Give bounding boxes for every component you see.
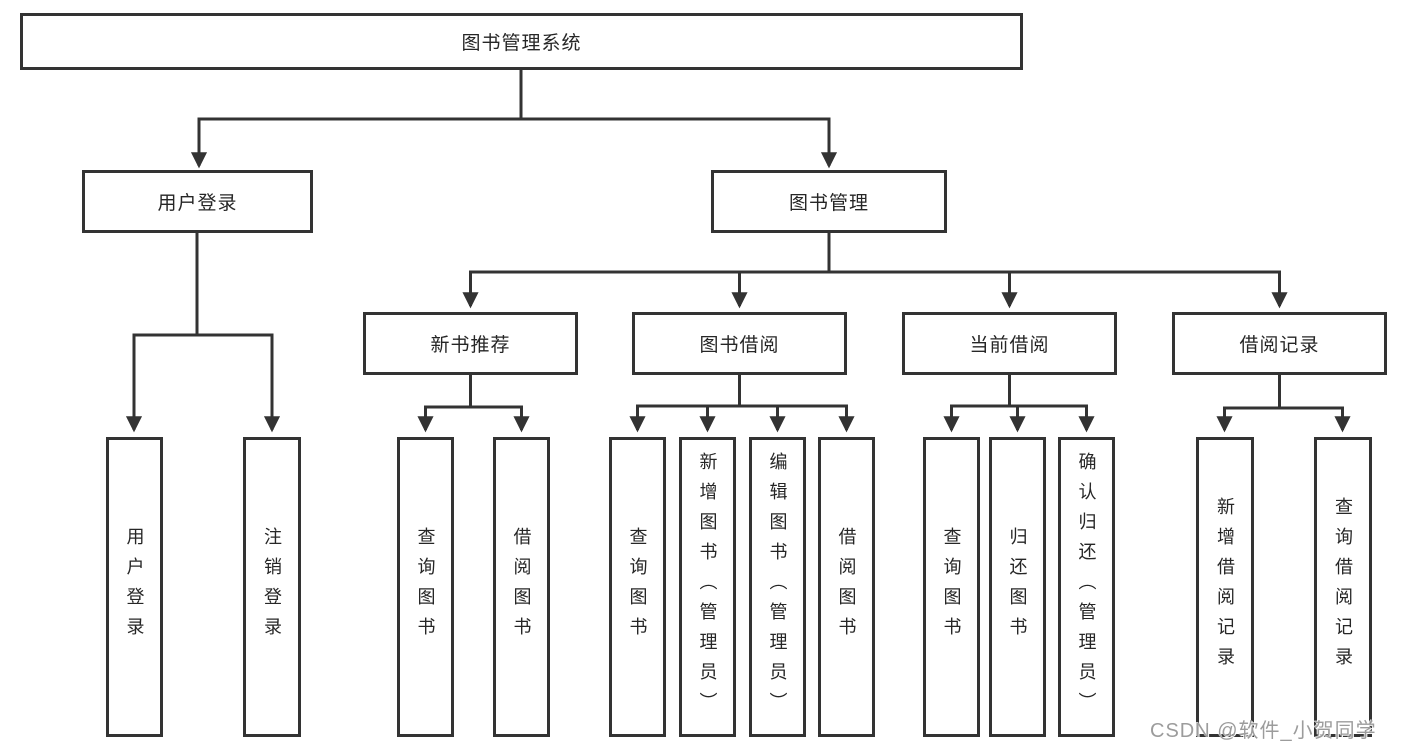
node-borrowing-records: 借阅记录 bbox=[1172, 312, 1387, 375]
leaf-edit-books-admin: 编辑图书（管理员） bbox=[749, 437, 806, 737]
leaf-add-books-admin: 新增图书（管理员） bbox=[679, 437, 736, 737]
leaf-return-books: 归还图书 bbox=[989, 437, 1046, 737]
watermark: CSDN @软件_小贺同学 bbox=[1150, 720, 1377, 742]
node-book-management: 图书管理 bbox=[711, 170, 947, 233]
leaf-recommend-query-books: 查询图书 bbox=[397, 437, 454, 737]
node-library-management-system: 图书管理系统 bbox=[20, 13, 1023, 70]
leaf-borrow-books: 借阅图书 bbox=[818, 437, 875, 737]
leaf-confirm-return-admin: 确认归还（管理员） bbox=[1058, 437, 1115, 737]
node-user-login: 用户登录 bbox=[82, 170, 313, 233]
leaf-borrow-query-books: 查询图书 bbox=[609, 437, 666, 737]
leaf-recommend-borrow-books: 借阅图书 bbox=[493, 437, 550, 737]
node-current-borrowing: 当前借阅 bbox=[902, 312, 1117, 375]
node-book-borrowing: 图书借阅 bbox=[632, 312, 847, 375]
leaf-logout: 注销登录 bbox=[243, 437, 301, 737]
leaf-query-borrow-record: 查询借阅记录 bbox=[1314, 437, 1372, 737]
node-new-book-recommendation: 新书推荐 bbox=[363, 312, 578, 375]
leaf-add-borrow-record: 新增借阅记录 bbox=[1196, 437, 1254, 737]
leaf-user-login: 用户登录 bbox=[106, 437, 163, 737]
leaf-current-query-books: 查询图书 bbox=[923, 437, 980, 737]
